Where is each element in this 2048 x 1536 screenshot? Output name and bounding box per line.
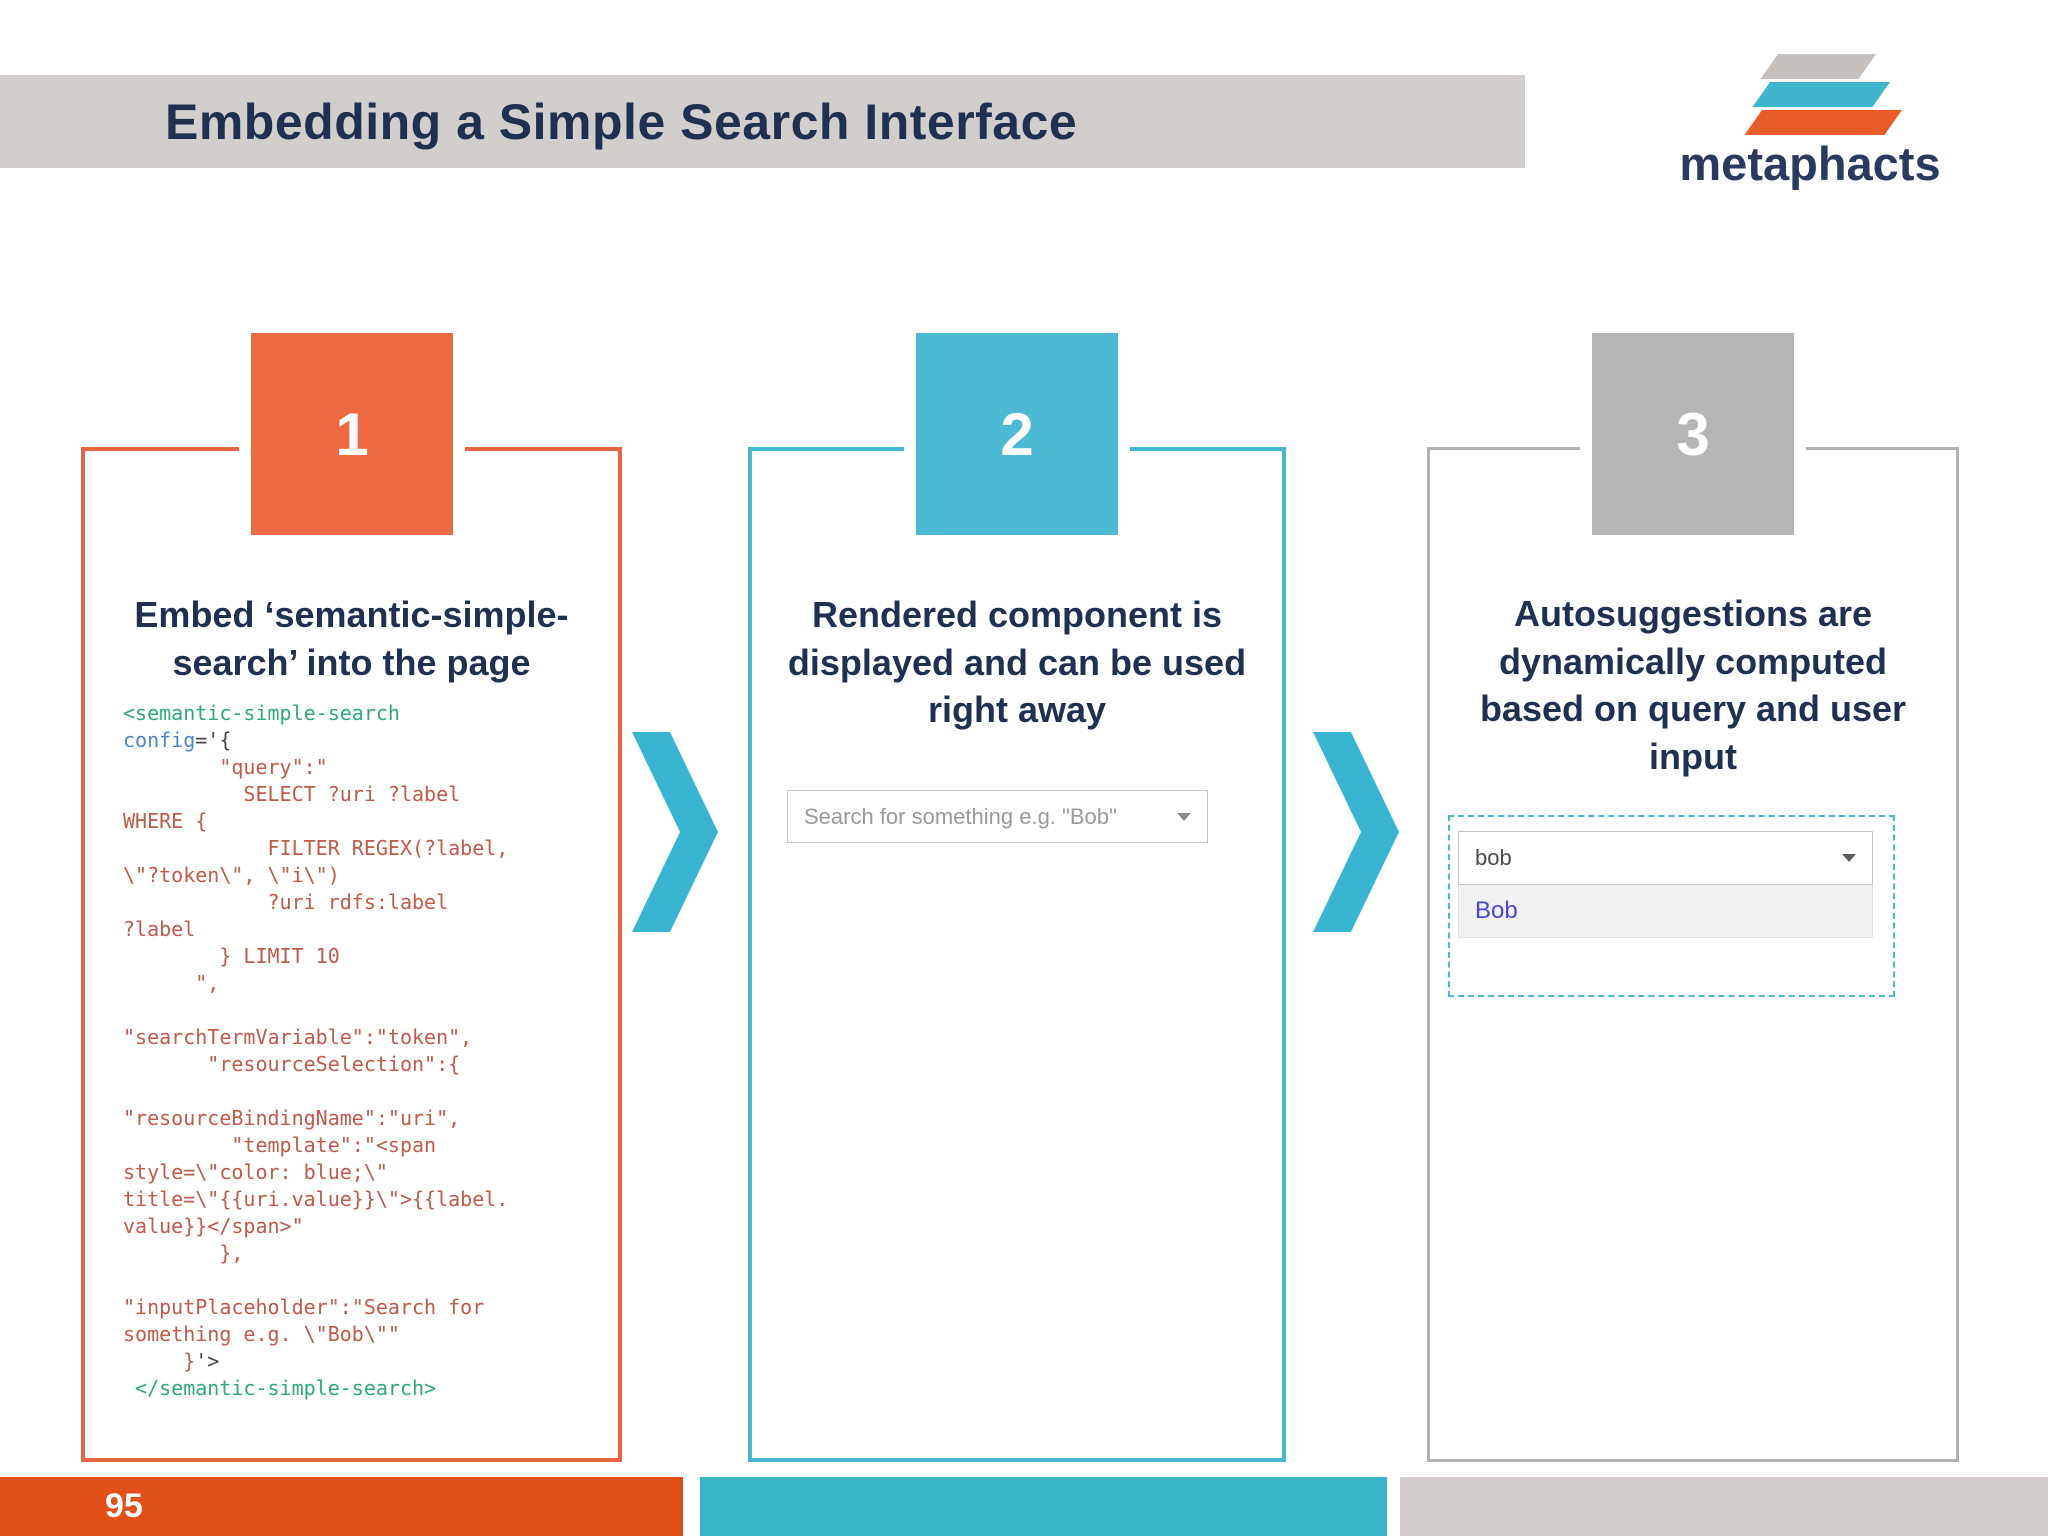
suggestion-dropdown: Bob (1458, 885, 1873, 938)
footer-bar-teal (700, 1477, 1387, 1536)
logo-wordmark: metaphacts (1679, 137, 1941, 190)
metaphacts-logo: metaphacts (1660, 40, 1960, 200)
step2-number: 2 (1000, 400, 1034, 468)
logo-layer-gray-icon (1760, 54, 1876, 79)
autosuggest-input[interactable]: bob (1458, 831, 1873, 885)
footer-bar-gray (1400, 1477, 2048, 1536)
suggestion-item[interactable]: Bob (1475, 897, 1518, 924)
search-input[interactable]: Search for something e.g. "Bob" (787, 790, 1208, 843)
page-title: Embedding a Simple Search Interface (165, 93, 1078, 150)
logo-layer-teal-icon (1752, 82, 1890, 107)
step2-panel (748, 447, 1286, 1462)
title-band: Embedding a Simple Search Interface (0, 75, 1525, 168)
step1-number: 1 (335, 400, 369, 468)
chevron-right-icon (1313, 732, 1399, 932)
chevron-down-icon[interactable] (1177, 812, 1191, 821)
search-placeholder: Search for something e.g. "Bob" (804, 803, 1117, 829)
step2-number-square: 2 (904, 333, 1130, 535)
step3-number-square: 3 (1580, 333, 1806, 535)
page-number: 95 (105, 1487, 143, 1525)
chevron-right-icon (632, 732, 718, 932)
autosuggest-input-value: bob (1475, 845, 1512, 870)
step1-panel (81, 447, 622, 1462)
step3-number: 3 (1676, 400, 1710, 468)
logo-layer-orange-icon (1744, 110, 1902, 135)
footer-bar-orange: 95 (0, 1477, 683, 1536)
step1-number-square: 1 (239, 333, 465, 535)
chevron-down-icon[interactable] (1842, 854, 1856, 862)
